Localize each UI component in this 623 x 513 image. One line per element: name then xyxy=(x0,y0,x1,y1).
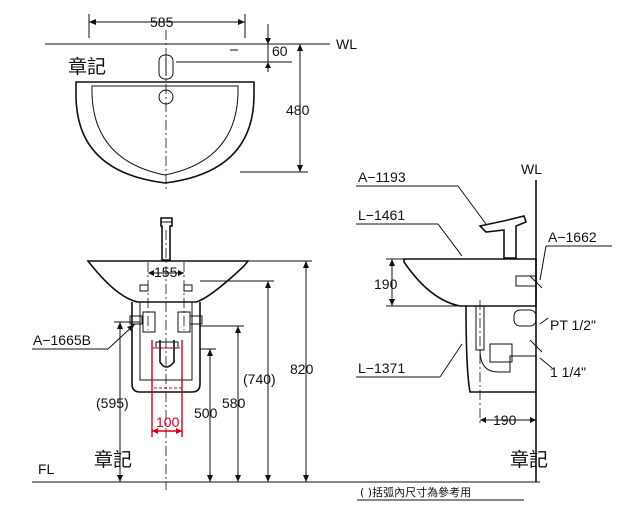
dim-585-arrow-left xyxy=(89,19,96,25)
dim-100-text: 100 xyxy=(156,414,180,430)
l1371-leader xyxy=(439,343,463,378)
reference-note: ( )括弧內尺寸為參考用 xyxy=(360,485,471,499)
dim-480-text: 480 xyxy=(286,102,310,118)
dim-820-arrow-bottom xyxy=(303,475,309,482)
dim-190h-arrow-right xyxy=(530,417,536,423)
wl-side-text: WL xyxy=(521,161,542,177)
front-faucet xyxy=(160,217,173,261)
dim-60-arrow-bottom xyxy=(265,62,271,68)
dim-155-arrow-right xyxy=(178,270,184,276)
plan-basin-outline xyxy=(75,81,255,184)
dim-585-text: 585 xyxy=(150,14,174,30)
dim-740-arrow-bottom xyxy=(265,475,271,482)
dim-595-arrow-top xyxy=(117,322,123,329)
dim-740-text: (740) xyxy=(243,371,276,387)
part-l1371: L−1371 xyxy=(358,360,405,376)
a1665b-arrow xyxy=(127,324,135,331)
side-pedestal xyxy=(465,305,536,393)
dim-190v-arrow-bottom xyxy=(389,299,395,306)
dim-580-arrow-top xyxy=(235,326,241,333)
dim-190h-text: 190 xyxy=(493,412,517,428)
dim-595-text: (595) xyxy=(96,395,129,411)
size114-leader xyxy=(539,357,553,369)
dim-100-arrow-right xyxy=(176,428,182,434)
dim-820-arrow-top xyxy=(303,261,309,268)
front-basin xyxy=(86,260,250,303)
part-pt-half: PT 1/2" xyxy=(550,317,596,333)
front-stop-left xyxy=(129,315,143,325)
front-trap xyxy=(159,340,175,368)
part-l1461: L−1461 xyxy=(358,207,405,223)
front-red-zone xyxy=(151,347,183,389)
hatch-2 xyxy=(529,339,543,353)
front-stop-right xyxy=(189,315,203,325)
side-view: WL 190 190 A−1193 xyxy=(356,161,612,482)
plan-basin-inner xyxy=(91,85,239,176)
side-trap-body xyxy=(489,343,513,363)
l1461-leader xyxy=(437,223,463,257)
part-a1662: A−1662 xyxy=(548,229,597,245)
hatch-1 xyxy=(529,275,543,289)
part-1-1-4: 1 1/4" xyxy=(550,364,586,380)
plan-view: 585 WL 60 480 章記 xyxy=(45,14,357,190)
dim-190h-arrow-left xyxy=(480,417,486,423)
dim-100-arrow-left xyxy=(152,428,158,434)
dim-500-arrow-top xyxy=(207,349,213,356)
a1193-leader xyxy=(457,185,487,225)
stamp-side: 章記 xyxy=(510,449,548,471)
side-bracket xyxy=(515,275,537,287)
side-faucet xyxy=(478,215,527,259)
stamp-top: 章記 xyxy=(68,56,106,78)
dim-740-arrow-top xyxy=(265,281,271,288)
side-trap-curve xyxy=(479,349,536,373)
wl-top-text: WL xyxy=(336,36,357,52)
dim-480-arrow-bottom xyxy=(297,165,303,172)
dim-820-text: 820 xyxy=(290,361,314,377)
dim-60-arrow-top xyxy=(265,38,271,44)
fl-text: FL xyxy=(38,461,55,477)
dim-155-arrow-left xyxy=(148,270,154,276)
dim-595-arrow-bottom xyxy=(117,475,123,482)
dim-500-text: 500 xyxy=(194,405,218,421)
front-valve-left xyxy=(142,311,156,333)
side-basin xyxy=(403,258,537,307)
dim-190v-arrow-top xyxy=(389,259,395,266)
dim-580-text: 580 xyxy=(222,395,246,411)
front-hole-left xyxy=(139,284,149,292)
part-a1193: A−1193 xyxy=(358,169,406,185)
dim-480-arrow-top xyxy=(297,44,303,51)
dim-580-arrow-bottom xyxy=(235,475,241,482)
a1662-leader xyxy=(539,245,547,281)
front-hole-right xyxy=(183,284,193,292)
dim-585-arrow-right xyxy=(238,19,245,25)
dim-500-arrow-bottom xyxy=(207,475,213,482)
dim-60-text: 60 xyxy=(272,43,288,59)
side-supply xyxy=(513,309,537,327)
front-view: 100 155 FL 820 (740) 580 500 xyxy=(32,217,540,490)
dim-155-text: 155 xyxy=(154,264,178,280)
dim-190v-text: 190 xyxy=(374,276,398,292)
stamp-front: 章記 xyxy=(94,449,132,471)
pt-leader xyxy=(539,317,549,325)
part-a1665b: A−1665B xyxy=(33,332,91,348)
